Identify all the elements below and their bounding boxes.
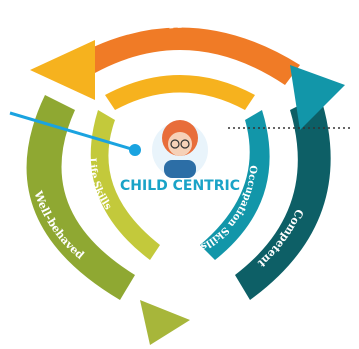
label-happiness: Happiness bbox=[148, 14, 223, 32]
happiness-arc bbox=[60, 27, 300, 85]
occupation-arc bbox=[200, 110, 270, 260]
svg-text:Academic: Academic bbox=[150, 62, 215, 80]
academic-arc bbox=[105, 75, 255, 110]
competent-arrow-head bbox=[290, 65, 345, 130]
svg-text:Happiness: Happiness bbox=[148, 14, 223, 32]
happiness-arrow-head bbox=[30, 40, 95, 100]
center-title: CHILD CENTRIC bbox=[120, 178, 240, 194]
competent-arc bbox=[235, 95, 331, 300]
wellbehaved-arc bbox=[26, 95, 136, 300]
label-academic: Academic bbox=[150, 62, 215, 80]
wellbehaved-arrow-head bbox=[140, 300, 190, 345]
child-avatar-icon bbox=[152, 120, 208, 178]
pointer-dot bbox=[129, 144, 141, 156]
lifeskills-arc bbox=[90, 110, 160, 260]
pointer-line bbox=[9, 111, 136, 152]
